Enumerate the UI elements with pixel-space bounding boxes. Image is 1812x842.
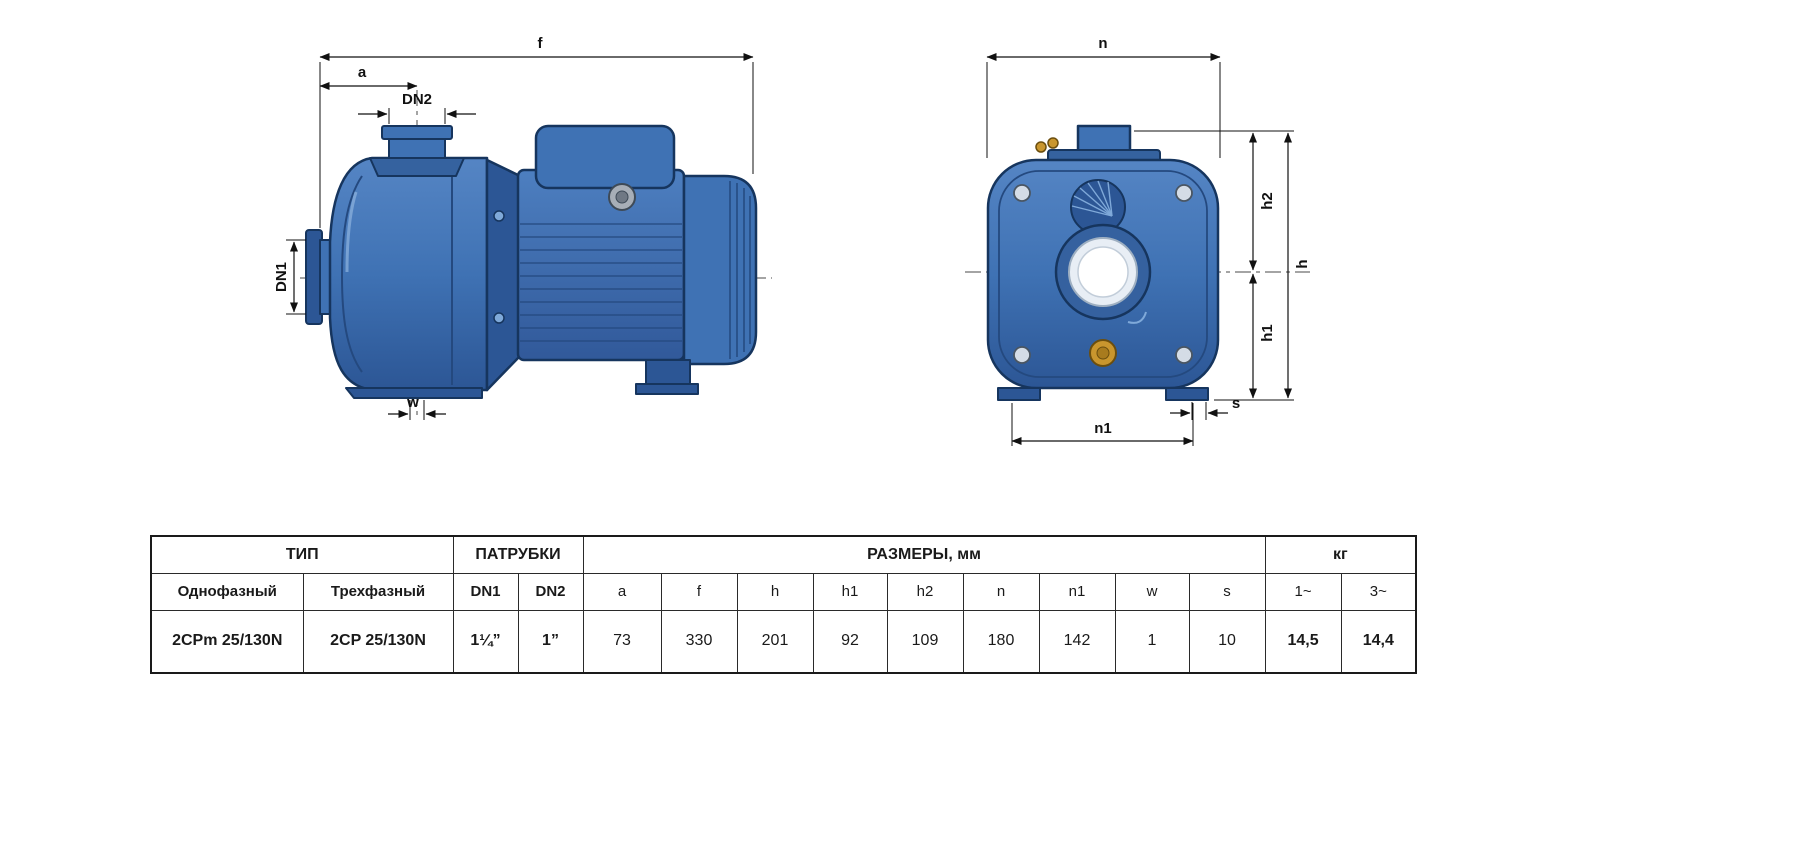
- group-sizes: РАЗМЕРЫ, мм: [582, 535, 1266, 574]
- col-h1: h1: [812, 572, 888, 611]
- cell-model-single: 2CPm 25/130N: [150, 609, 304, 674]
- dim-label-h: h: [1294, 259, 1311, 268]
- dim-label-dn2: DN2: [402, 91, 432, 108]
- dim-label-h2: h2: [1259, 192, 1276, 210]
- col-s: s: [1188, 572, 1266, 611]
- cell-w: 1: [1114, 609, 1190, 674]
- cell-model-three: 2CP 25/130N: [302, 609, 454, 674]
- col-n1: n1: [1038, 572, 1116, 611]
- drain-plug-icon: [1089, 339, 1117, 367]
- col-single-phase: Однофазный: [150, 572, 304, 611]
- pump-side-view: [300, 90, 772, 420]
- cell-dn2: 1”: [517, 609, 584, 674]
- shell-motif-icon: [1070, 179, 1126, 235]
- motor-body: [516, 124, 686, 362]
- col-w: w: [1114, 572, 1190, 611]
- cell-dn1: 1¼”: [452, 609, 519, 674]
- dim-label-h1: h1: [1259, 324, 1276, 342]
- col-f: f: [660, 572, 738, 611]
- dim-label-dn1: DN1: [273, 262, 290, 292]
- motor-cooling-fins: [520, 223, 682, 342]
- volute-casing: [328, 156, 489, 399]
- cell-n1: 142: [1038, 609, 1116, 674]
- brass-plug-icon: [1035, 141, 1047, 153]
- pump-front-view: [965, 124, 1310, 401]
- cable-gland-icon: [608, 183, 636, 211]
- col-h2: h2: [886, 572, 964, 611]
- cell-s: 10: [1188, 609, 1266, 674]
- motor-bracket: [485, 158, 522, 392]
- dimension-annotations: f a DN2 DN1 w n: [273, 35, 1311, 446]
- col-h: h: [736, 572, 814, 611]
- pump-technical-drawing: f a DN2 DN1 w n: [273, 35, 1311, 446]
- group-weight: кг: [1264, 535, 1417, 574]
- table-row: 2CPm 25/130N 2CP 25/130N 1¼” 1” 73 330 2…: [150, 609, 1417, 674]
- dim-label-a: a: [358, 64, 367, 81]
- dim-label-n1: n1: [1094, 420, 1112, 437]
- fan-cover: [682, 174, 758, 366]
- corner-bolts: [1013, 184, 1193, 364]
- front-outlet-pipe: [1035, 124, 1161, 165]
- cell-h: 201: [736, 609, 814, 674]
- table-header-row: Однофазный Трехфазный DN1 DN2 a f h h1 h…: [150, 572, 1417, 611]
- cell-weight-3ph: 14,4: [1340, 609, 1417, 674]
- col-weight-3ph: 3~: [1340, 572, 1417, 611]
- col-weight-1ph: 1~: [1264, 572, 1342, 611]
- motor-foot: [635, 359, 699, 395]
- cell-a: 73: [582, 609, 662, 674]
- dim-label-s: s: [1232, 395, 1240, 412]
- dimensions-table: ТИП ПАТРУБКИ РАЗМЕРЫ, мм кг Однофазный Т…: [150, 535, 1418, 674]
- col-dn2: DN2: [517, 572, 584, 611]
- suction-eye: [1054, 223, 1152, 321]
- cell-n: 180: [962, 609, 1040, 674]
- dim-label-f: f: [538, 35, 544, 52]
- outlet-flange: [369, 125, 465, 177]
- dim-label-w: w: [406, 394, 419, 411]
- dim-label-n: n: [1098, 35, 1107, 52]
- col-a: a: [582, 572, 662, 611]
- cell-weight-1ph: 14,5: [1264, 609, 1342, 674]
- group-type: ТИП: [150, 535, 454, 574]
- col-dn1: DN1: [452, 572, 519, 611]
- cell-h1: 92: [812, 609, 888, 674]
- col-n: n: [962, 572, 1040, 611]
- brass-plug-icon: [1047, 137, 1059, 149]
- cell-f: 330: [660, 609, 738, 674]
- table-group-row: ТИП ПАТРУБКИ РАЗМЕРЫ, мм кг: [150, 535, 1417, 574]
- front-feet: [997, 387, 1209, 401]
- group-ports: ПАТРУБКИ: [452, 535, 584, 574]
- cell-h2: 109: [886, 609, 964, 674]
- col-three-phase: Трехфазный: [302, 572, 454, 611]
- casing-detail-line: [1127, 311, 1147, 324]
- terminal-box: [534, 124, 676, 190]
